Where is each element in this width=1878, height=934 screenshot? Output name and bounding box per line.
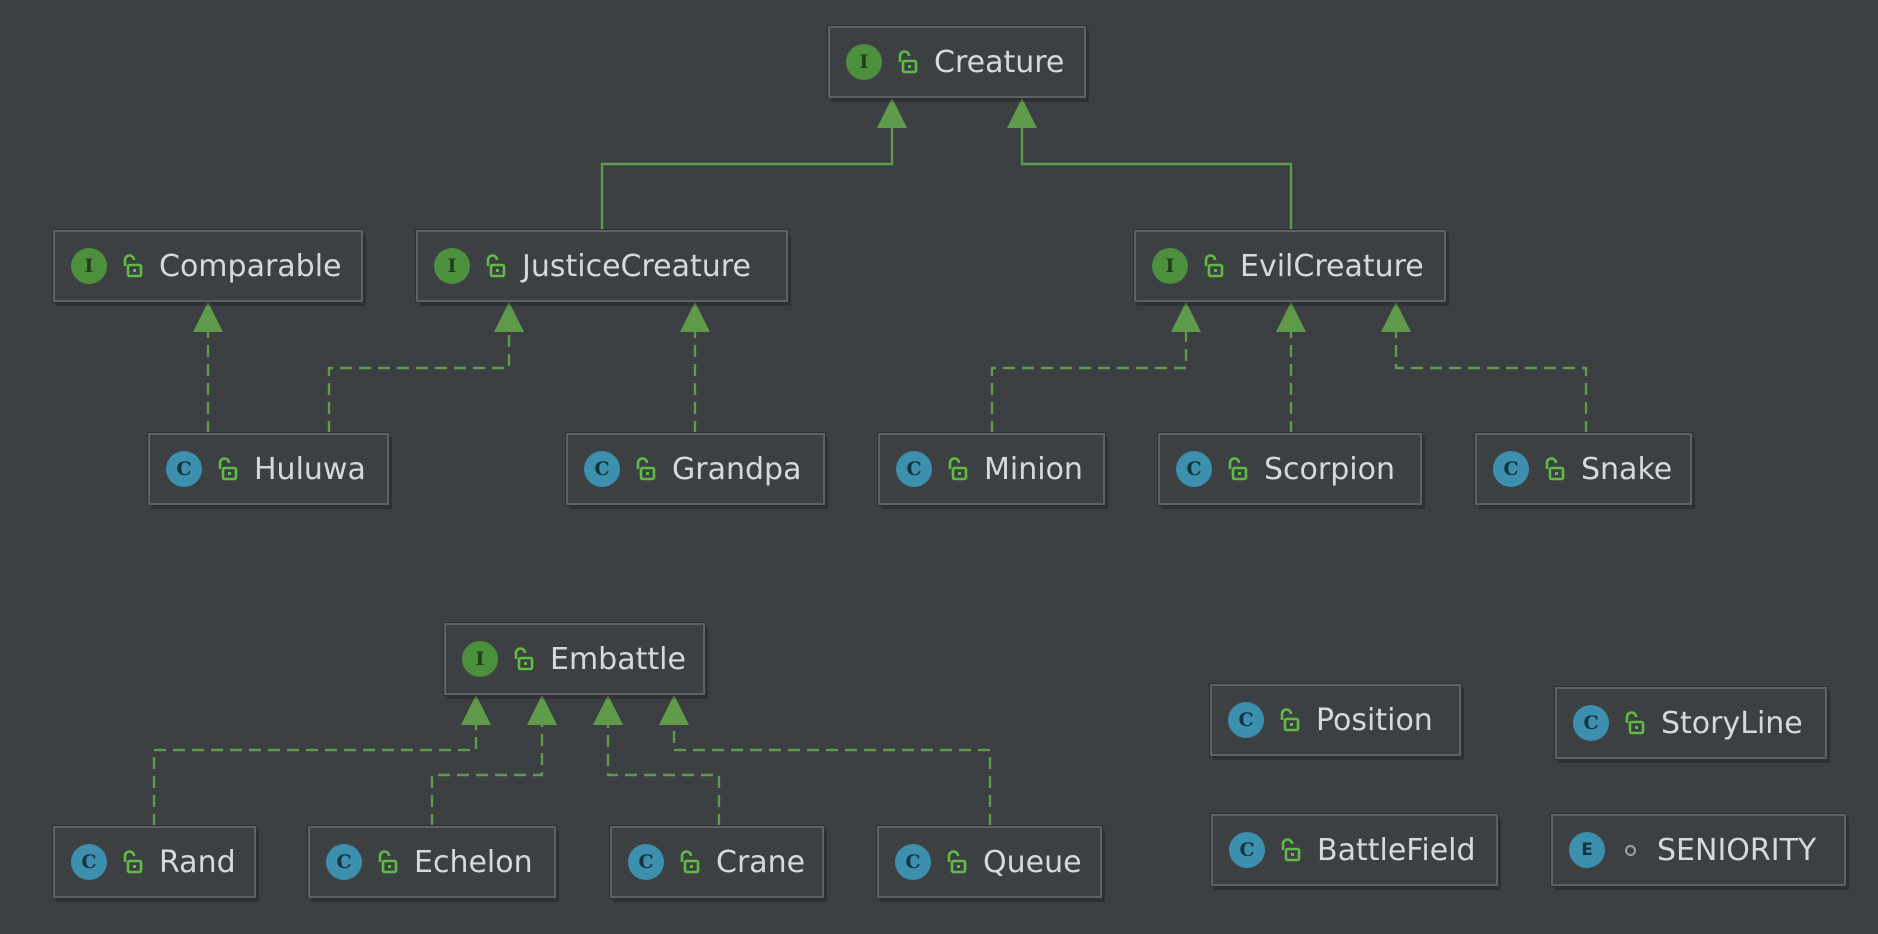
node-storyline[interactable]: C StoryLine	[1555, 687, 1827, 759]
arrowhead-echelon-to-embattle	[527, 695, 557, 725]
node-minion[interactable]: C Minion	[878, 433, 1105, 505]
edge-rand-to-embattle	[152, 725, 478, 826]
node-name-label: StoryLine	[1661, 705, 1803, 741]
public-lock-icon	[117, 846, 147, 878]
class-badge-icon: C	[1229, 832, 1265, 868]
node-name-label: Position	[1316, 702, 1433, 738]
public-lock-icon	[892, 46, 922, 78]
node-evilcreature[interactable]: I EvilCreature	[1134, 230, 1446, 302]
enum-badge-icon: E	[1569, 832, 1605, 868]
class-badge-icon: C	[1493, 451, 1529, 487]
edge-snake-to-evilcreature	[1394, 332, 1588, 433]
interface-badge-icon: I	[71, 248, 107, 284]
arrowhead-grandpa-to-justicecreature	[680, 302, 710, 332]
edge-justicecreature-to-creature	[600, 128, 894, 230]
node-position[interactable]: C Position	[1210, 684, 1461, 756]
class-badge-icon: C	[1228, 702, 1264, 738]
node-snake[interactable]: C Snake	[1475, 433, 1692, 505]
node-name-label: Creature	[934, 44, 1065, 80]
node-name-label: Snake	[1581, 451, 1673, 487]
node-huluwa[interactable]: C Huluwa	[148, 433, 389, 505]
class-badge-icon: C	[1176, 451, 1212, 487]
public-lock-icon	[942, 453, 972, 485]
edge-evilcreature-to-creature	[1020, 128, 1293, 230]
class-badge-icon: C	[326, 844, 362, 880]
arrowhead-justicecreature-to-creature	[877, 98, 907, 128]
public-lock-icon	[1274, 704, 1304, 736]
node-rand[interactable]: C Rand	[53, 826, 256, 898]
node-name-label: Scorpion	[1264, 451, 1395, 487]
public-lock-icon	[1619, 707, 1649, 739]
node-scorpion[interactable]: C Scorpion	[1158, 433, 1422, 505]
arrowhead-rand-to-embattle	[461, 695, 491, 725]
node-name-label: BattleField	[1317, 832, 1476, 868]
node-name-label: Echelon	[414, 844, 533, 880]
edge-queue-to-embattle	[672, 725, 992, 826]
public-lock-icon	[1222, 453, 1252, 485]
interface-badge-icon: I	[462, 641, 498, 677]
node-justicecreature[interactable]: I JusticeCreature	[416, 230, 788, 302]
class-badge-icon: C	[895, 844, 931, 880]
public-lock-icon	[630, 453, 660, 485]
public-lock-icon	[1275, 834, 1305, 866]
public-lock-icon	[941, 846, 971, 878]
node-name-label: Embattle	[550, 641, 686, 677]
public-lock-icon	[1539, 453, 1569, 485]
public-lock-icon	[508, 643, 538, 675]
class-badge-icon: C	[896, 451, 932, 487]
public-lock-icon	[212, 453, 242, 485]
edge-minion-to-evilcreature	[990, 332, 1188, 433]
arrowhead-huluwa-to-justicecreature	[494, 302, 524, 332]
arrowhead-scorpion-to-evilcreature	[1276, 302, 1306, 332]
node-grandpa[interactable]: C Grandpa	[566, 433, 825, 505]
node-seniority[interactable]: E SENIORITY	[1551, 814, 1846, 886]
node-comparable[interactable]: I Comparable	[53, 230, 363, 302]
edge-huluwa-to-justicecreature	[327, 332, 511, 433]
node-name-label: Queue	[983, 844, 1082, 880]
interface-badge-icon: I	[1152, 248, 1188, 284]
class-badge-icon: C	[71, 844, 107, 880]
node-echelon[interactable]: C Echelon	[308, 826, 556, 898]
public-lock-icon	[372, 846, 402, 878]
node-name-label: Crane	[716, 844, 806, 880]
node-creature[interactable]: I Creature	[828, 26, 1086, 98]
public-lock-icon	[1198, 250, 1228, 282]
node-name-label: SENIORITY	[1657, 832, 1817, 868]
class-badge-icon: C	[628, 844, 664, 880]
arrowhead-snake-to-evilcreature	[1381, 302, 1411, 332]
edge-crane-to-embattle	[606, 725, 721, 826]
node-queue[interactable]: C Queue	[877, 826, 1102, 898]
node-embattle[interactable]: I Embattle	[444, 623, 705, 695]
arrowhead-crane-to-embattle	[593, 695, 623, 725]
public-lock-icon	[480, 250, 510, 282]
arrowhead-minion-to-evilcreature	[1171, 302, 1201, 332]
class-badge-icon: C	[1573, 705, 1609, 741]
edge-echelon-to-embattle	[430, 725, 544, 826]
package-dot-icon	[1615, 834, 1645, 866]
node-name-label: EvilCreature	[1240, 248, 1424, 284]
node-name-label: Grandpa	[672, 451, 802, 487]
arrowhead-huluwa-to-comparable	[193, 302, 223, 332]
node-battlefield[interactable]: C BattleField	[1211, 814, 1498, 886]
class-badge-icon: C	[584, 451, 620, 487]
node-crane[interactable]: C Crane	[610, 826, 824, 898]
node-name-label: Huluwa	[254, 451, 366, 487]
public-lock-icon	[117, 250, 147, 282]
node-name-label: JusticeCreature	[522, 248, 751, 284]
public-lock-icon	[674, 846, 704, 878]
interface-badge-icon: I	[434, 248, 470, 284]
node-name-label: Comparable	[159, 248, 342, 284]
node-name-label: Minion	[984, 451, 1083, 487]
arrowhead-evilcreature-to-creature	[1007, 98, 1037, 128]
class-badge-icon: C	[166, 451, 202, 487]
arrowhead-queue-to-embattle	[659, 695, 689, 725]
node-name-label: Rand	[159, 844, 236, 880]
interface-badge-icon: I	[846, 44, 882, 80]
